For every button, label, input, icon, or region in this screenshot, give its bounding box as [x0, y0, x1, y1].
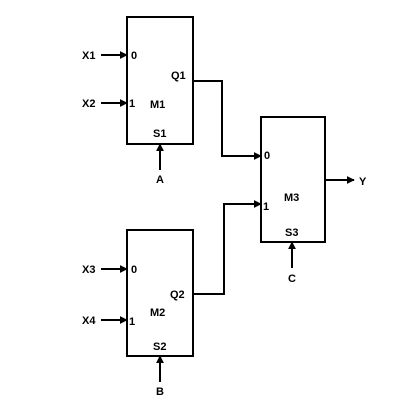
- mux-m3-port0-label: 0: [264, 150, 270, 162]
- mux-m2-select-label: S2: [153, 341, 166, 353]
- output-y-label: Y: [359, 176, 367, 188]
- wire-q1-to-m3-0: [193, 80, 262, 160]
- mux-m1-box: [126, 16, 194, 145]
- mux-m1-port1-label: 1: [129, 98, 135, 110]
- input-x2-label: X2: [82, 98, 95, 110]
- select-a-label: A: [156, 174, 164, 186]
- input-x1-label: X1: [82, 50, 95, 62]
- wire-q2-to-m3-1: [193, 200, 262, 295]
- select-c-label: C: [288, 273, 296, 285]
- mux-m3-label: M3: [284, 192, 299, 204]
- input-x3-label: X3: [82, 264, 95, 276]
- mux-m2-port1-label: 1: [129, 316, 135, 328]
- select-b-label: B: [156, 386, 164, 398]
- mux-m2-port0-label: 0: [131, 264, 137, 276]
- mux-m1-port0-label: 0: [131, 50, 137, 62]
- input-x4-label: X4: [82, 315, 96, 327]
- mux-m2-output-label: Q2: [170, 289, 185, 301]
- mux-m1-label: M1: [150, 99, 165, 111]
- mux-m1-select-label: S1: [153, 128, 166, 140]
- mux-m2-box: [126, 229, 194, 357]
- mux-m1-output-label: Q1: [171, 70, 186, 82]
- mux-m3-port1-label: 1: [263, 201, 269, 213]
- mux-m3-select-label: S3: [285, 227, 298, 239]
- mux-m3-box: [260, 116, 326, 243]
- mux-m2-label: M2: [150, 307, 165, 319]
